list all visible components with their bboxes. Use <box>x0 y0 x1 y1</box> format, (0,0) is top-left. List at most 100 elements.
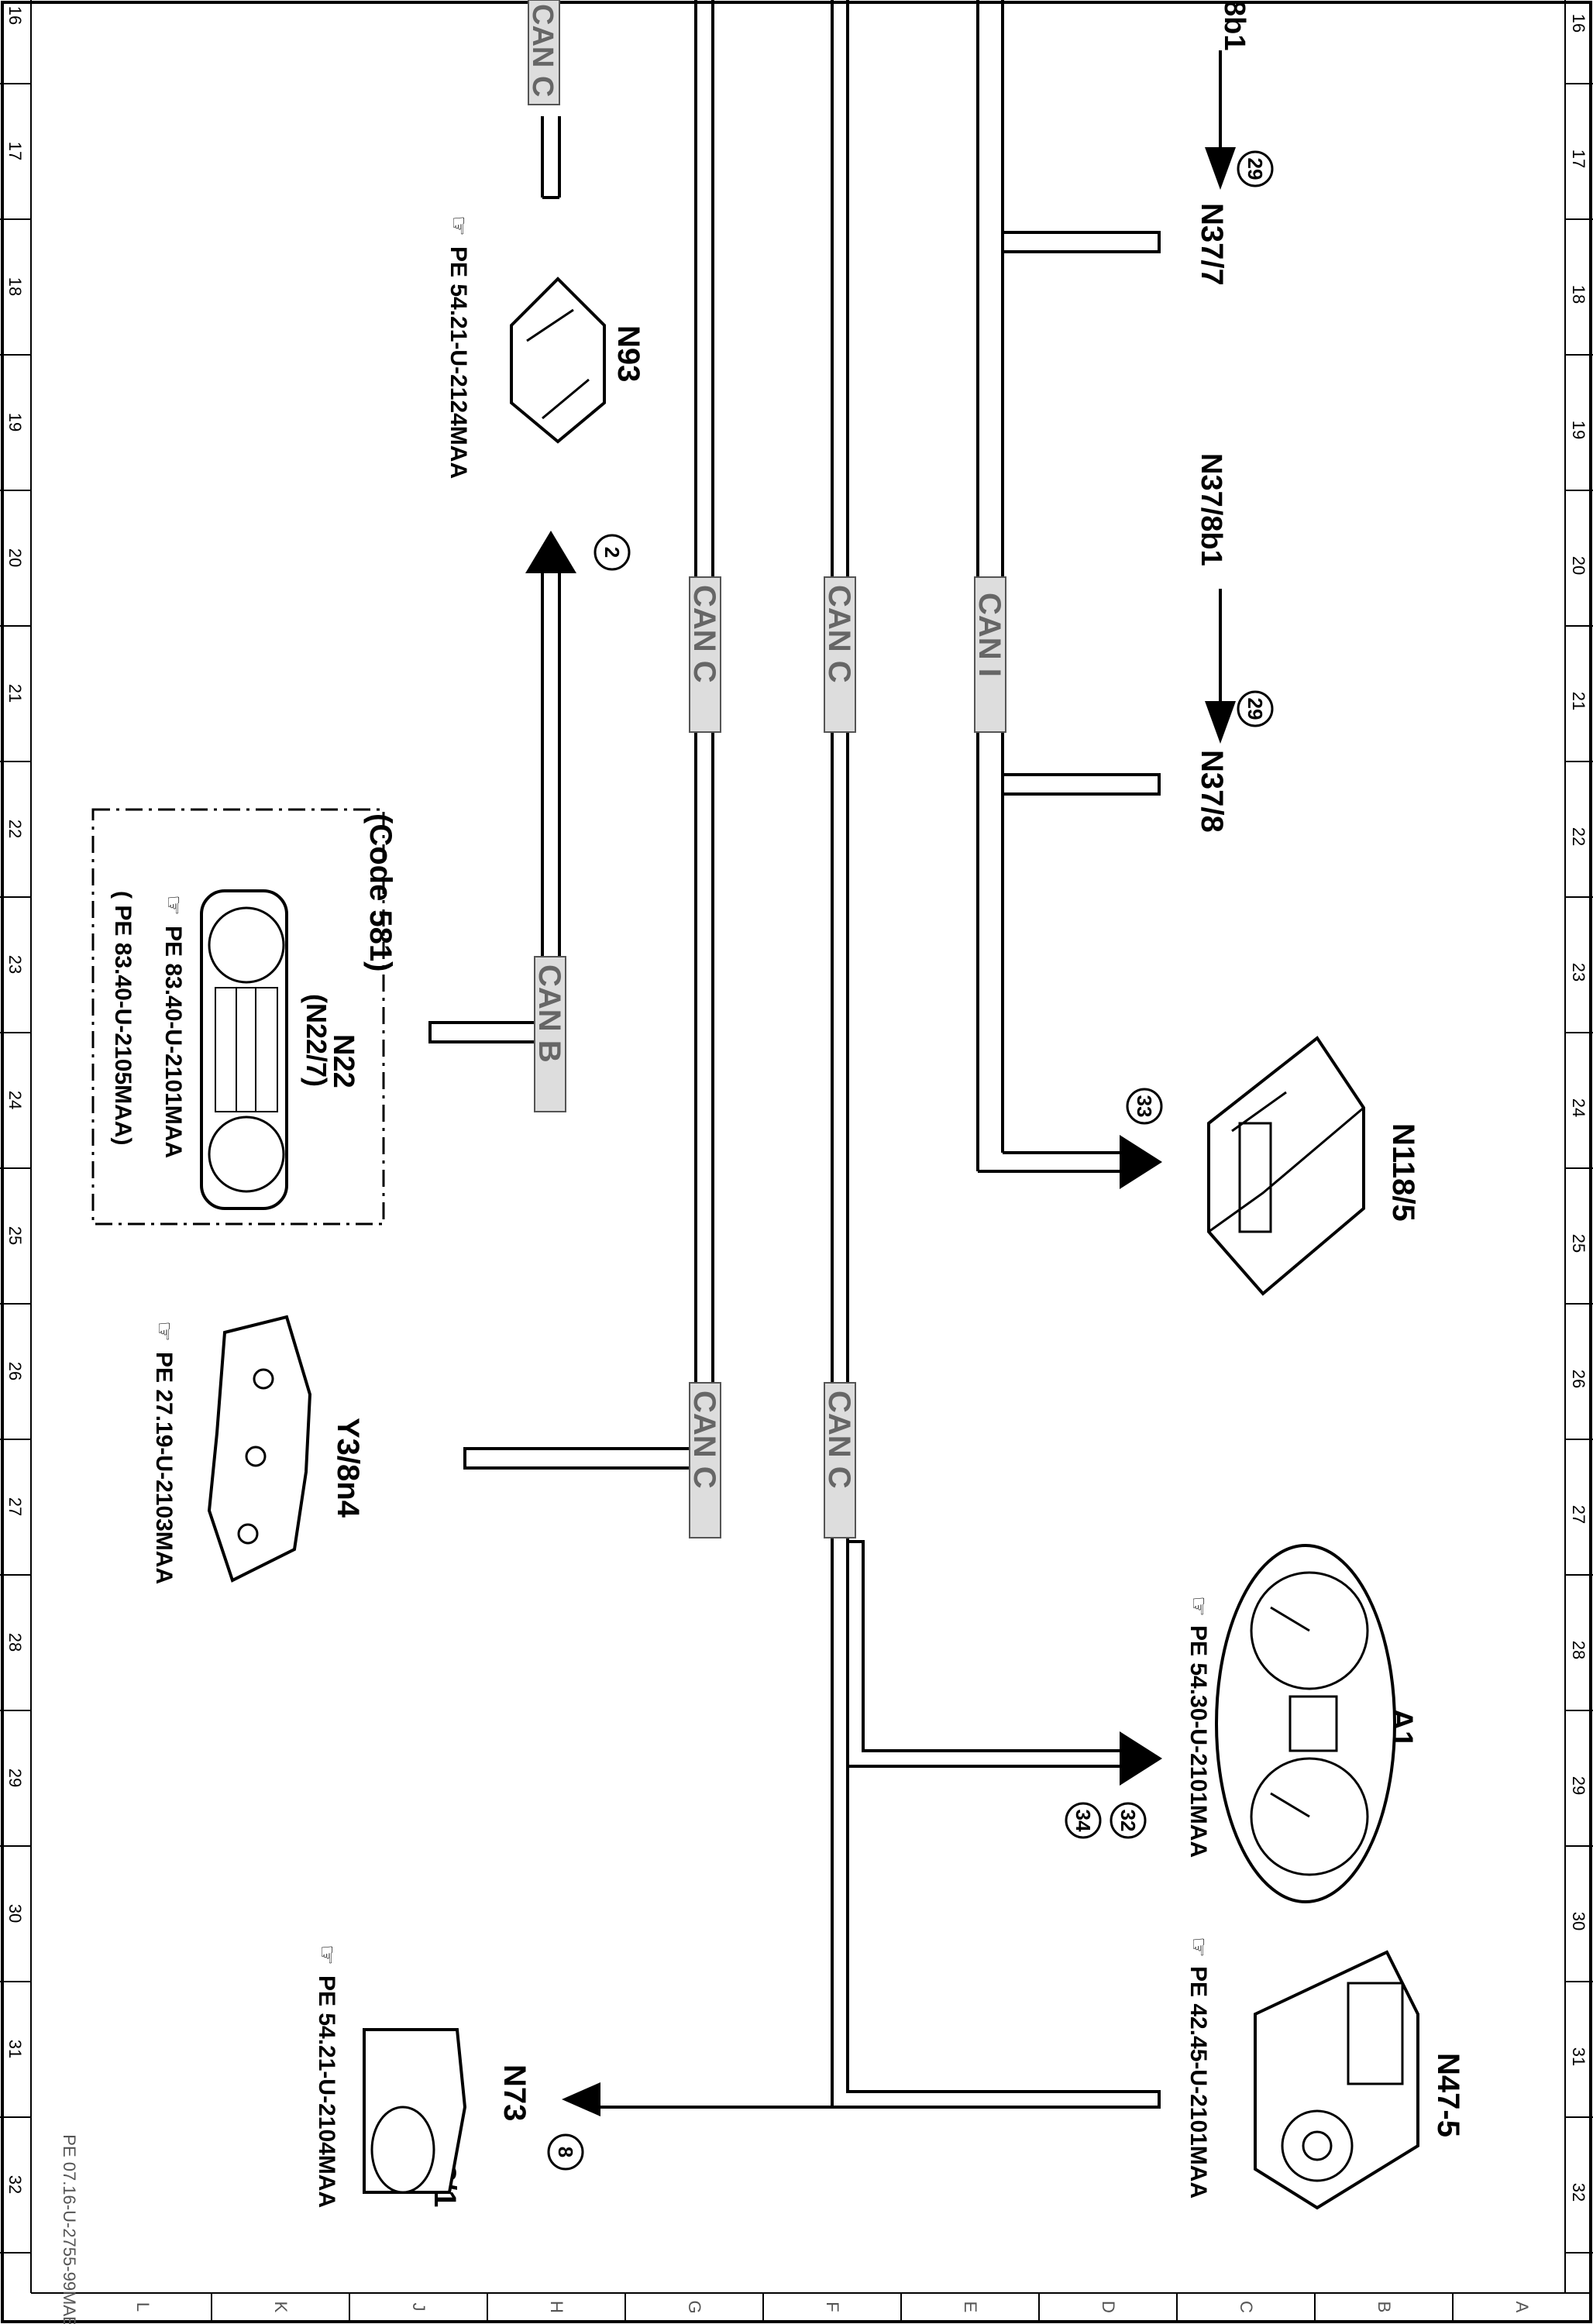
ruler-letter: E <box>961 2302 980 2313</box>
ruler-number: 18 <box>5 277 25 296</box>
svg-text:32: 32 <box>1116 1810 1140 1832</box>
ruler-number: 31 <box>5 2040 25 2058</box>
ruler-number: 29 <box>1569 1776 1588 1795</box>
svg-text:☞: ☞ <box>1185 1937 1211 1958</box>
ruler-number: 18 <box>1569 285 1588 304</box>
ruler-number: 32 <box>5 2175 25 2194</box>
can-c-label-left-upper: CAN C <box>687 576 721 733</box>
can-c-label-left-lower: CAN C <box>687 1382 721 1538</box>
reference-bubble <box>594 534 631 571</box>
ruler-number: 30 <box>1569 1912 1588 1930</box>
reference-bubble <box>1237 150 1274 187</box>
svg-text:☞: ☞ <box>446 215 471 236</box>
ruler-number: 22 <box>5 820 25 838</box>
n73-branch-line <box>562 2082 1161 2116</box>
svg-text:N118/5: N118/5 <box>1386 1123 1420 1222</box>
svg-text:Y3/8n4: Y3/8n4 <box>331 1418 365 1518</box>
svg-text:CAN C: CAN C <box>822 1391 856 1489</box>
svg-text:N47-5: N47-5 <box>1431 2053 1465 2137</box>
n93-module: N93 ☞ PE 54.21-U-2124MAA 2 <box>446 215 645 571</box>
grid-ruler-numbers-right: 16 17 18 19 20 21 22 23 24 25 26 27 28 29 30 31 32 <box>1564 0 1593 2293</box>
ruler-letter: F <box>823 2302 842 2312</box>
ruler-number: 19 <box>1569 421 1588 439</box>
ruler-number: 26 <box>5 1362 25 1380</box>
ruler-number: 27 <box>1569 1505 1588 1524</box>
ruler-number: 22 <box>1569 827 1588 846</box>
svg-text:8: 8 <box>554 2147 577 2157</box>
svg-text:(Code 581): (Code 581) <box>363 813 397 972</box>
svg-text:29: 29 <box>1244 158 1267 180</box>
ruler-number: 29 <box>5 1769 25 1787</box>
can-c-bus-left <box>694 0 714 1534</box>
y3-8n4-module: Y3/8n4 ☞ PE 27.19-U-2103MAA <box>151 1315 365 1584</box>
ruler-letter: B <box>1375 2302 1394 2313</box>
can-c-label-right-upper: CAN C <box>822 576 856 733</box>
ruler-number: 20 <box>5 548 25 567</box>
ruler-number: 16 <box>5 6 25 25</box>
ruler-number: 25 <box>1569 1234 1588 1253</box>
ruler-letter: J <box>409 2303 428 2312</box>
svg-text:☞: ☞ <box>314 1944 339 1965</box>
a1-instrument-cluster: A1 ☞ PE 54.30-U-2101MAA 32 34 <box>1065 1544 1419 1903</box>
a1-branch-line <box>846 1534 1162 1786</box>
ruler-number: 23 <box>1569 963 1588 982</box>
ruler-number: 24 <box>1569 1098 1588 1117</box>
n73-ignition-switch: N73 8 A8/1 ☞ PE 54.21-U-2104MAA <box>314 1944 584 2208</box>
ruler-letter: K <box>271 2302 291 2313</box>
ruler-number: 26 <box>1569 1370 1588 1388</box>
reference-bubble <box>1126 1088 1163 1125</box>
reference-bubble <box>1237 690 1274 727</box>
n22-climate-control: (Code 581) N22 (N22/7) ☞ PE 83.40-U-2101… <box>91 808 397 1226</box>
drawing-id: PE 07.16-U-2755-99MAB <box>60 2134 79 2324</box>
svg-text:☞: ☞ <box>160 895 186 916</box>
svg-text:N73: N73 <box>497 2064 532 2121</box>
svg-text:☞: ☞ <box>1185 1596 1211 1617</box>
svg-text:8b1: 8b1 <box>1218 0 1251 50</box>
ruler-letter: H <box>547 2301 566 2313</box>
ruler-number: 19 <box>5 413 25 431</box>
ruler-number: 32 <box>1569 2183 1588 2202</box>
ruler-number: 27 <box>5 1497 25 1516</box>
svg-text:34: 34 <box>1072 1810 1095 1832</box>
svg-text:2: 2 <box>600 547 624 558</box>
can-c-label-right-lower: CAN C <box>822 1382 856 1538</box>
ruler-number: 24 <box>5 1091 25 1109</box>
ruler-number: 21 <box>1569 692 1588 710</box>
ruler-number: 28 <box>1569 1641 1588 1659</box>
svg-text:N37/8b1: N37/8b1 <box>1195 453 1227 566</box>
ruler-letter: G <box>685 2300 704 2313</box>
svg-text:33: 33 <box>1133 1095 1156 1118</box>
n47-5-module: N47-5 ☞ PE 42.45-U-2101MAA <box>1185 1937 1465 2210</box>
ruler-number: 16 <box>1569 14 1588 33</box>
n118-5-module: N118/5 33 <box>1126 1036 1420 1296</box>
svg-text:N93: N93 <box>611 325 645 382</box>
n37-7-signal: 8b1 29 N37/7 <box>1195 0 1274 286</box>
svg-text:CAN C: CAN C <box>526 4 559 97</box>
svg-text:(N22/7): (N22/7) <box>301 994 332 1087</box>
svg-text:CAN C: CAN C <box>687 1391 721 1489</box>
ruler-number: 23 <box>5 955 25 974</box>
can-i-label: CAN I <box>972 576 1006 733</box>
ruler-letter: D <box>1099 2301 1118 2313</box>
svg-text:PE 42.45-U-2101MAA: PE 42.45-U-2101MAA <box>1185 1966 1211 2199</box>
svg-text:PE 54.21-U-2104MAA: PE 54.21-U-2104MAA <box>314 1975 339 2208</box>
ruler-number: 25 <box>5 1226 25 1245</box>
ruler-number: 31 <box>1569 2047 1588 2066</box>
svg-text:29: 29 <box>1244 698 1267 720</box>
can-c-label-top: CAN C <box>526 0 560 105</box>
ruler-number: 17 <box>1569 150 1588 168</box>
svg-text:N37/8: N37/8 <box>1195 750 1229 833</box>
ruler-number: 17 <box>5 142 25 160</box>
can-c-bus-right <box>831 0 849 2084</box>
svg-text:CAN I: CAN I <box>972 593 1006 677</box>
svg-text:CAN C: CAN C <box>687 585 721 683</box>
svg-text:PE 54.30-U-2101MAA: PE 54.30-U-2101MAA <box>1185 1625 1211 1858</box>
y3-branch-line <box>463 1447 696 1470</box>
ruler-number: 20 <box>1569 556 1588 575</box>
svg-text:( PE 83.40-U-2105MAA): ( PE 83.40-U-2105MAA) <box>110 891 136 1145</box>
svg-text:PE 54.21-U-2124MAA: PE 54.21-U-2124MAA <box>446 246 471 479</box>
